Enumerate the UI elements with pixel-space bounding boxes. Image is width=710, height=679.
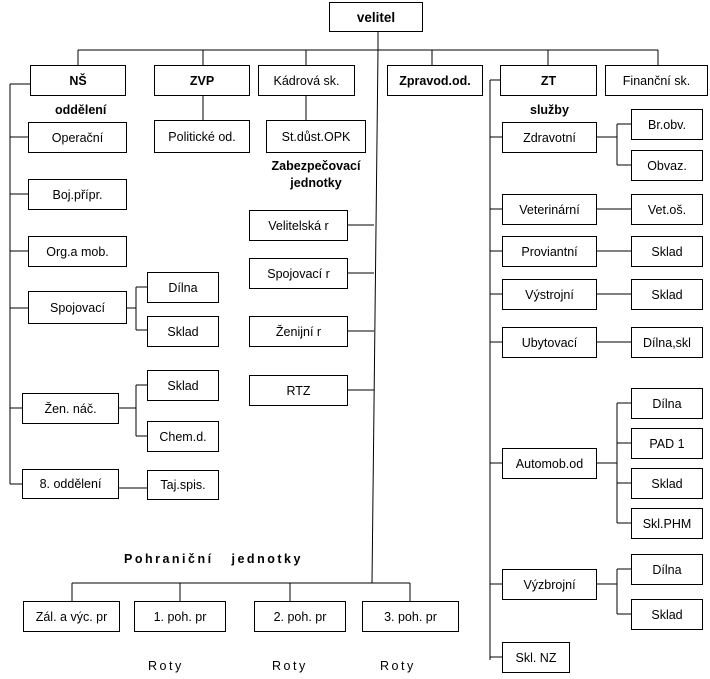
support-spojovaci: Spojovací r [249,258,348,289]
ns-item-boj: Boj.přípr. [28,179,127,210]
zdravotni-sub-brobv: Br.obv. [631,109,703,140]
border-units-heading: Pohraniční jednotky [124,552,303,566]
support-units-heading: Zabezpečovací jednotky [271,159,361,190]
rota-label-3: Roty [380,659,416,673]
zt-item-sklnz: Skl. NZ [502,642,570,673]
vyzbrojni-sub-dilna: Dílna [631,554,703,585]
spojovaci-sub-dilna: Dílna [147,272,219,303]
zt-heading: služby [530,103,569,117]
automob-sub-pad: PAD 1 [631,428,703,459]
ns-heading: oddělení [55,103,107,117]
zt-item-automob: Automob.od [502,448,597,479]
ns-item-zen: Žen. náč. [22,393,119,424]
support-rtz: RTZ [249,375,348,406]
kadrova-item-stdust: St.důst.OPK [266,120,366,153]
zen-sub-chem: Chem.d. [147,421,219,452]
vystrojni-sub-sklad: Sklad [631,279,703,310]
zt-item-vyzbrojni: Výzbrojní [502,569,597,600]
automob-sub-dilna: Dílna [631,388,703,419]
veterinarni-sub-vetos: Vet.oš. [631,194,703,225]
zpravod-box: Zpravod.od. [387,65,483,96]
support-velitelska: Velitelská r [249,210,348,241]
ubytovaci-sub-dilnaskl: Dílna,skl [631,327,703,358]
rota-label-2: Roty [272,659,308,673]
zvp-box: ZVP [154,65,250,96]
ns-item-operacni: Operační [28,122,127,153]
automob-sub-sklad: Sklad [631,468,703,499]
kadrova-box: Kádrová sk. [258,65,355,96]
support-zenijni: Ženijní r [249,316,348,347]
zt-item-zdravotni: Zdravotní [502,122,597,153]
ns-box: NŠ [30,65,126,96]
vyzbrojni-sub-sklad: Sklad [631,599,703,630]
rota-label-1: Roty [148,659,184,673]
proviantni-sub-sklad: Sklad [631,236,703,267]
ns-item-spojovaci: Spojovací [28,291,127,324]
ns-item-8odd: 8. oddělení [22,469,119,499]
border-item-2poh: 2. poh. pr [254,601,346,632]
zdravotni-sub-obvaz: Obvaz. [631,150,703,181]
zt-item-veterinarni: Veterinární [502,194,597,225]
zt-item-proviantni: Proviantní [502,236,597,267]
automob-sub-sklphm: Skl.PHM [631,508,703,539]
ns-item-org: Org.a mob. [28,236,127,267]
financni-box: Finanční sk. [605,65,708,96]
zt-box: ZT [500,65,597,96]
commander-box: velitel [329,2,423,32]
zen-sub-sklad: Sklad [147,370,219,401]
border-item-zal: Zál. a výc. pr [23,601,120,632]
spojovaci-sub-sklad: Sklad [147,316,219,347]
border-item-1poh: 1. poh. pr [134,601,226,632]
zt-item-vystrojni: Výstrojní [502,279,597,310]
border-item-3poh: 3. poh. pr [362,601,459,632]
zvp-item-politicke: Politické od. [154,120,250,153]
zt-item-ubytovaci: Ubytovací [502,327,597,358]
osm-sub-tajspis: Taj.spis. [147,470,219,500]
